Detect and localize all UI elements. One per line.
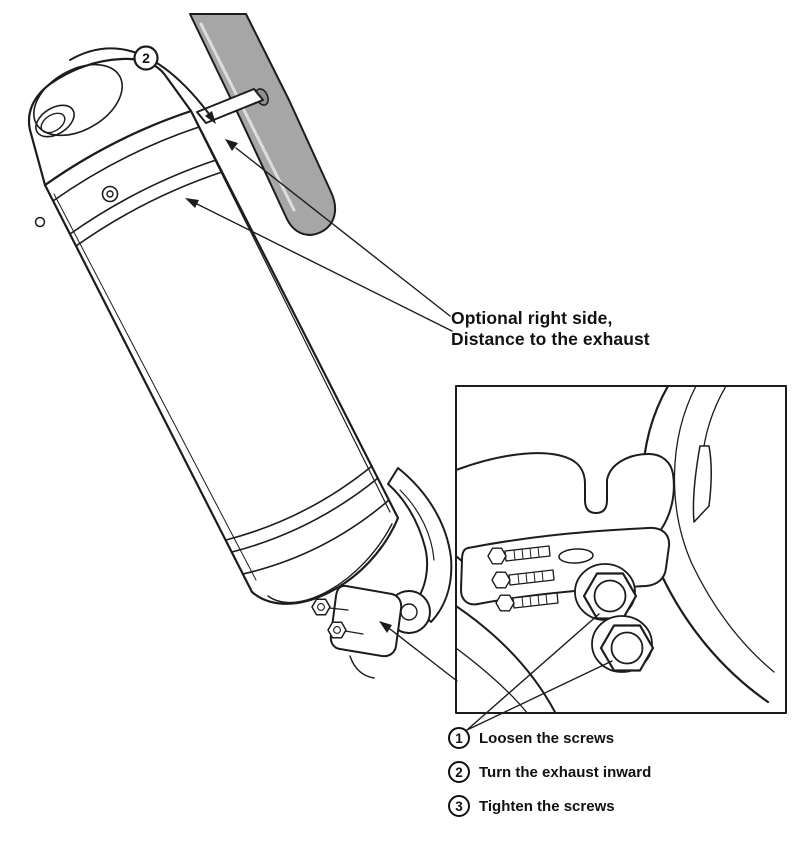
clamp-screw-2 bbox=[327, 621, 364, 639]
rotation-arc-arrowhead bbox=[205, 111, 216, 124]
legend-step-3-number: 3 bbox=[448, 795, 470, 817]
legend-pointer-lines bbox=[466, 613, 613, 731]
silencer-end-cap bbox=[27, 57, 193, 187]
clamp-assembly bbox=[311, 584, 431, 679]
detail-pointer-arrowhead bbox=[379, 621, 392, 633]
distance-pointer-arrows bbox=[185, 139, 453, 332]
figure-label-line1: Optional right side, bbox=[451, 308, 613, 328]
legend-step-2-text: Turn the exhaust inward bbox=[479, 763, 652, 781]
frame-tube bbox=[189, 13, 337, 236]
detail-bolt-1 bbox=[574, 563, 638, 621]
hanger-bracket bbox=[387, 467, 453, 623]
detail-inset bbox=[455, 385, 787, 714]
inset-stud-3 bbox=[495, 592, 559, 612]
legend-step-2: 2 Turn the exhaust inward bbox=[448, 761, 651, 783]
cross-bracket bbox=[196, 88, 264, 124]
legend-line-to-bolt-1 bbox=[466, 613, 600, 731]
outlet-oval-outer bbox=[35, 104, 75, 138]
inset-stud-2 bbox=[491, 569, 555, 589]
legend-step-2-number: 2 bbox=[448, 761, 470, 783]
legend-step-1: 1 Loosen the screws bbox=[448, 727, 651, 749]
outlet-oval-inner bbox=[40, 112, 66, 134]
frame-tube-body bbox=[189, 13, 337, 236]
body-rivet-outer bbox=[101, 185, 119, 203]
legend-line-to-bolt-2 bbox=[466, 660, 613, 731]
inset-muffler-curves bbox=[456, 605, 557, 713]
inset-bracket-slot bbox=[558, 548, 594, 564]
inset-swingarm-cutout bbox=[692, 445, 712, 523]
inset-stud-1 bbox=[487, 545, 551, 565]
legend-step-1-text: Loosen the screws bbox=[479, 729, 615, 747]
pointer-arrowhead-2 bbox=[185, 198, 199, 208]
detail-pointer-line bbox=[389, 628, 458, 682]
figure-label: Optional right side, Distance to the exh… bbox=[451, 308, 650, 350]
clamp-plate bbox=[329, 584, 403, 658]
detail-pointer-arrow bbox=[379, 621, 458, 682]
legend-step-3: 3 Tighten the screws bbox=[448, 795, 651, 817]
detail-bolt-2 bbox=[591, 615, 655, 673]
legend-step-1-number: 1 bbox=[448, 727, 470, 749]
rotation-arc-callout: 2 bbox=[69, 45, 216, 124]
legend-step-3-text: Tighten the screws bbox=[479, 797, 615, 815]
exhaust-silencer bbox=[27, 57, 400, 605]
edge-nub bbox=[34, 216, 46, 228]
pointer-line-2 bbox=[196, 203, 453, 332]
figure-label-line2: Distance to the exhaust bbox=[451, 329, 650, 349]
silencer-body bbox=[43, 109, 400, 605]
pointer-line-1 bbox=[235, 147, 451, 317]
body-rivet-inner bbox=[106, 190, 114, 198]
clamp-screw-1 bbox=[311, 598, 349, 616]
pointer-arrowhead-1 bbox=[225, 139, 238, 151]
callout-2-label: 2 bbox=[142, 50, 150, 66]
callout-2-circle bbox=[133, 45, 159, 71]
legend: 1 Loosen the screws 2 Turn the exhaust i… bbox=[448, 727, 651, 829]
frame-tube-highlight bbox=[199, 22, 296, 212]
